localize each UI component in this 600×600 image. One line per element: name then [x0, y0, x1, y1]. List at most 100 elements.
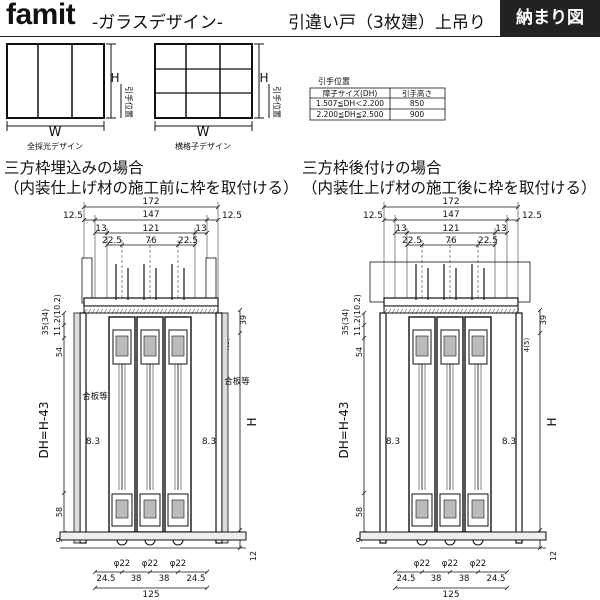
dim-label: 39 — [239, 315, 248, 325]
dim-label: 76 — [145, 236, 157, 246]
dim-label: H — [245, 417, 259, 426]
dim-label: DH=H-43 — [337, 402, 351, 459]
roller-diameter-label: φ22 — [114, 559, 130, 569]
right-section-title-line1: 三方枠後付けの場合 — [302, 159, 442, 177]
guide-body — [171, 499, 185, 519]
hatch-line — [499, 308, 504, 314]
dim-label: 22.5 — [178, 236, 198, 246]
track-rail — [383, 305, 519, 314]
hatch-line — [107, 308, 112, 314]
hatch-line — [183, 308, 188, 314]
guide-body — [143, 499, 157, 519]
hatch-line — [507, 308, 512, 314]
guide-body — [415, 499, 429, 519]
product-title: 引違い戸（3枚建）上吊り — [288, 13, 486, 33]
dim-label: 13 — [495, 224, 506, 234]
hatch-line — [431, 308, 436, 314]
door-leaf-2 — [136, 316, 164, 546]
hatch-line — [515, 308, 520, 314]
hatch-line — [387, 308, 392, 314]
plywood-label-right: 合板等 — [224, 376, 250, 387]
dim-label: 4(5) — [523, 338, 531, 353]
hatch-line — [427, 308, 432, 314]
right-section-title: 三方枠後付けの場合 （内装仕上げ材の施工後に枠を取付ける） — [302, 158, 597, 198]
door-elevations: W H 引手位置 全採光デザイン W H 引手位置 横格子デザイン 引手位置 障… — [6, 43, 446, 151]
dim-label: 11.2(10.2) — [353, 294, 362, 336]
roller-body — [115, 335, 129, 357]
dim-label: 12 — [249, 551, 258, 561]
dim-label: 13 — [95, 224, 106, 234]
dim-label: 121 — [142, 224, 159, 234]
dim-tick — [504, 585, 510, 591]
hatch-line — [399, 308, 404, 314]
hatch-line — [103, 308, 108, 314]
hatch-line — [511, 308, 516, 314]
hatch-line — [463, 308, 468, 314]
lattice-elevation — [154, 43, 270, 131]
hatch-line — [459, 308, 464, 314]
dim-label: 38 — [431, 574, 442, 584]
dim-tick — [92, 585, 98, 591]
floor-slab — [59, 531, 247, 541]
dim-tick — [392, 569, 398, 575]
dim-tick — [537, 330, 543, 336]
hatch-line — [179, 308, 184, 314]
hatch-line — [115, 308, 120, 314]
dim-label: 24.5 — [397, 574, 416, 584]
hatch-line — [171, 308, 176, 314]
hatch-line — [415, 308, 420, 314]
jamb-left — [379, 312, 387, 544]
hatch-line — [87, 308, 92, 314]
width-label: W — [49, 125, 62, 140]
hatch-line — [407, 308, 412, 314]
floor-slab — [359, 531, 547, 541]
dim-label: 24.5 — [187, 574, 206, 584]
guide-body — [115, 499, 129, 519]
hatch-line — [135, 308, 140, 314]
dim-label: 8.3 — [86, 437, 100, 447]
hatch-line — [175, 308, 180, 314]
hatch-line — [151, 308, 156, 314]
roller-body — [143, 335, 157, 357]
ceiling-hatch — [383, 308, 520, 314]
dim-tick — [175, 569, 181, 575]
lattice-caption: 横格子デザイン — [175, 141, 231, 151]
dim-label: 13 — [395, 224, 406, 234]
dim-tick — [475, 569, 481, 575]
dim-tick — [61, 490, 67, 496]
hatch-line — [131, 308, 136, 314]
table-cell: 850 — [410, 99, 425, 108]
ceiling-stud-left — [81, 257, 93, 304]
dim-label: 125 — [442, 590, 459, 600]
dim-label: 58 — [355, 507, 364, 517]
plywood-right — [221, 312, 229, 544]
door-leaf-2 — [436, 316, 464, 546]
dim-tick — [61, 335, 67, 341]
dim-label: 54 — [355, 347, 364, 357]
dim-label: H — [545, 417, 559, 426]
dim-label: 39 — [539, 315, 548, 325]
dim-label: 172 — [442, 197, 459, 207]
ceiling-hatch — [83, 308, 220, 314]
full-glass-caption: 全採光デザイン — [27, 141, 83, 151]
hatch-line — [95, 308, 100, 314]
jamb-right — [215, 312, 223, 544]
dim-label: 22.5 — [402, 236, 422, 246]
dim-tick — [361, 310, 367, 316]
hatch-line — [91, 308, 96, 314]
roller-body — [415, 335, 429, 357]
dim-tick — [361, 322, 367, 328]
hatch-line — [187, 308, 192, 314]
brand-subtitle: -ガラスデザイン- — [92, 13, 223, 33]
track-rail — [83, 305, 219, 314]
dim-tick — [147, 569, 153, 575]
dim-label: 12.5 — [522, 211, 542, 221]
jamb-right — [515, 312, 523, 544]
hatch-line — [391, 308, 396, 314]
roller-body — [171, 335, 185, 357]
roller-diameter-label: φ22 — [414, 559, 430, 569]
dim-tick — [61, 322, 67, 328]
door-leaf-3 — [464, 316, 492, 546]
dim-label: 22.5 — [102, 236, 122, 246]
